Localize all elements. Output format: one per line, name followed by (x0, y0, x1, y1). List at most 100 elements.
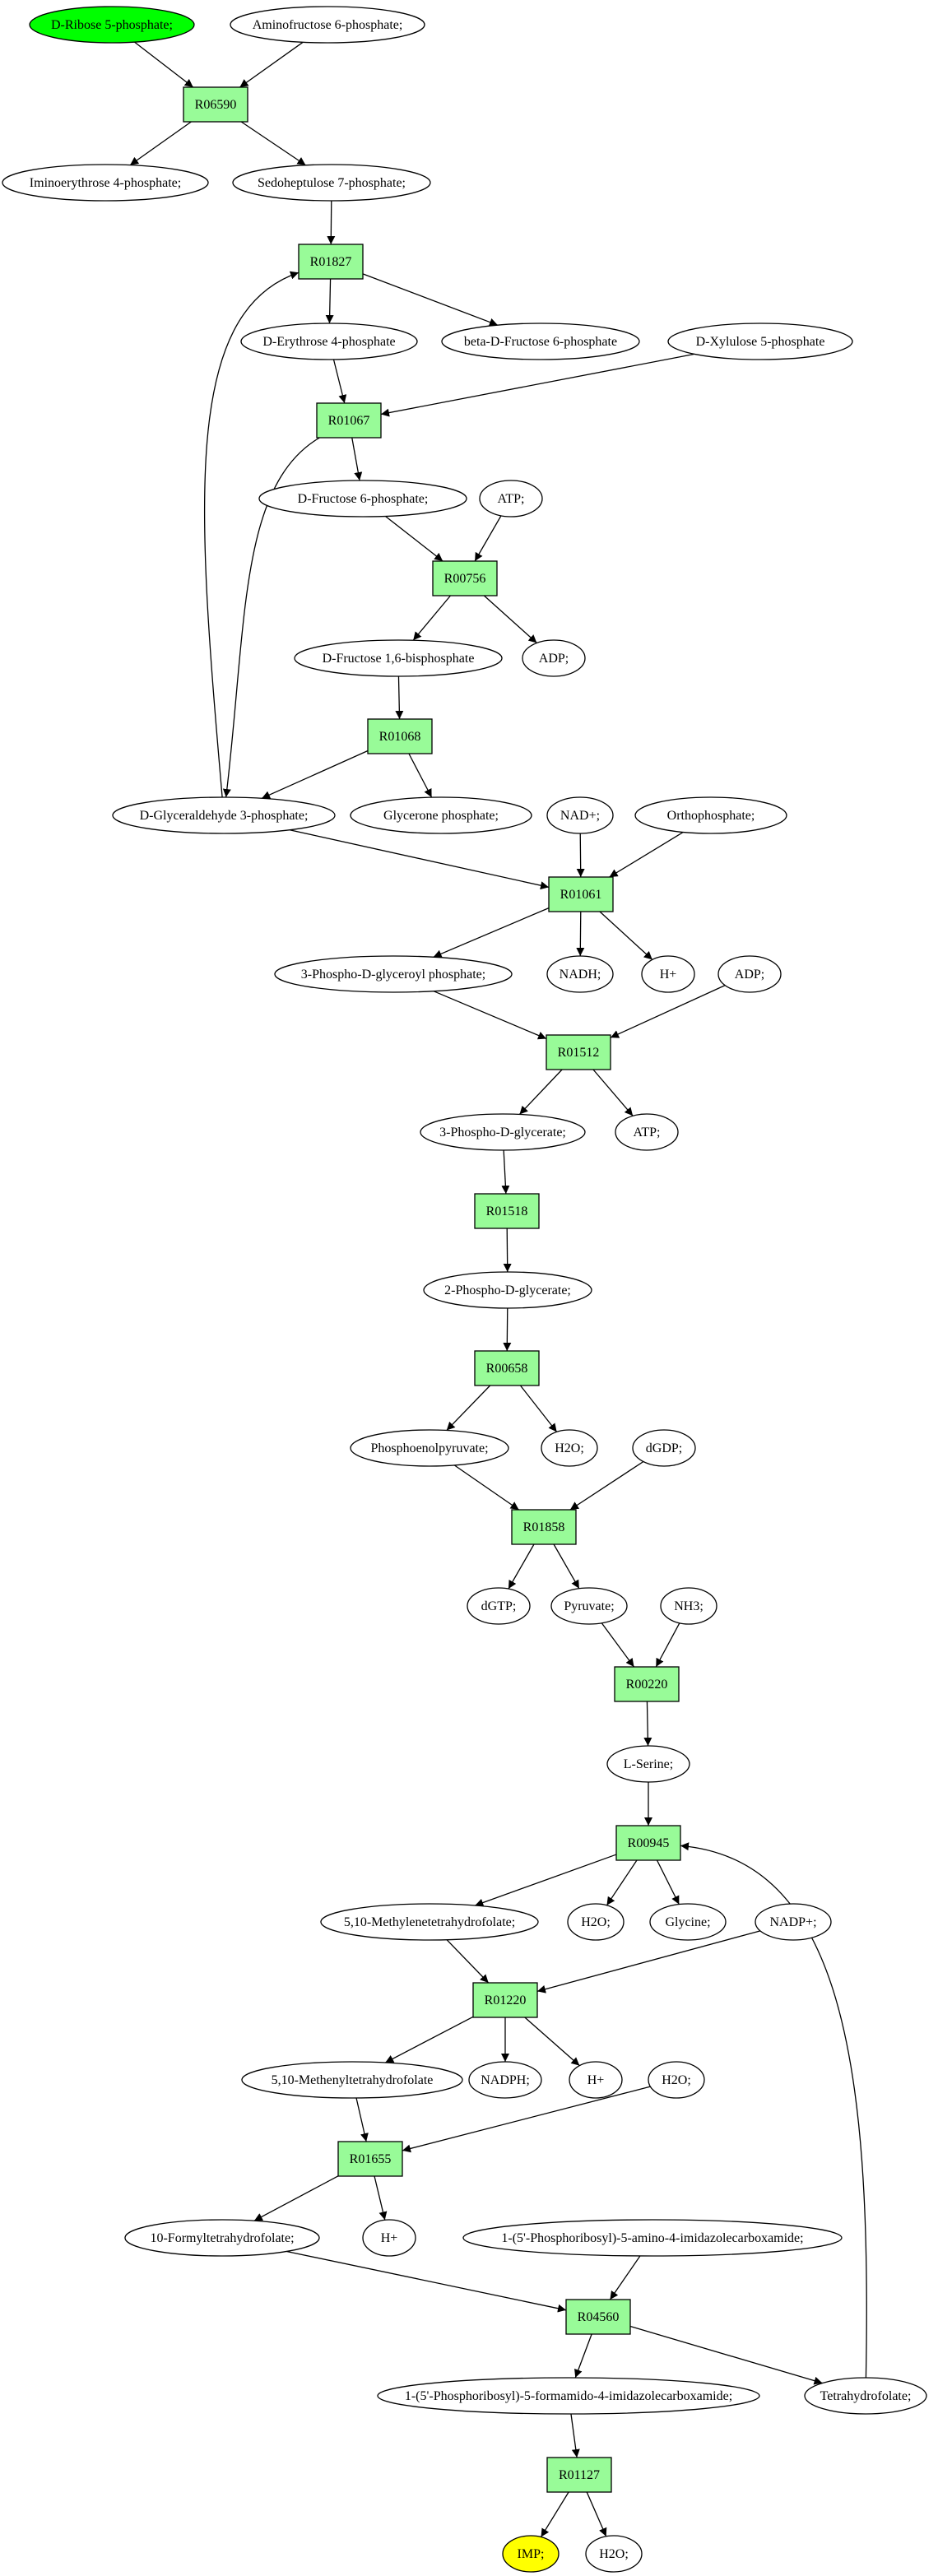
node-label: H2O; (662, 2073, 691, 2087)
edge-m-nh3-to-r-R00220 (655, 1622, 680, 1668)
metabolite-node-m-h3: H+ (362, 2219, 416, 2257)
metabolite-ellipse (230, 6, 425, 44)
reaction-box (183, 86, 248, 123)
reaction-node-r-r00658: R00658 (474, 1350, 540, 1386)
edge-m-pep-to-r-R01858 (453, 1464, 519, 1511)
metabolite-node-m-atp1: ATP; (479, 480, 543, 518)
metabolite-ellipse (441, 323, 640, 360)
metabolite-ellipse (632, 1429, 696, 1467)
metabolite-node-m-serine: L-Serine; (606, 1745, 690, 1783)
reaction-node-r-r01655: R01655 (337, 2141, 403, 2177)
edge-m-dgdp-to-r-R01858 (569, 1460, 644, 1511)
edge-m-3pgp-to-r-R01512 (433, 991, 547, 1040)
reaction-box (615, 1825, 681, 1861)
edge-r-R01061-to-m-nadh (576, 911, 585, 957)
edge-m-atp1-to-r-R00756 (474, 515, 502, 562)
edge-m-h2o3-to-r-R01655 (402, 2086, 651, 2153)
node-label: Sedoheptulose 7-phosphate; (258, 176, 406, 190)
node-label: R01127 (559, 2468, 600, 2482)
node-label: H2O; (581, 1915, 611, 1929)
node-label: D-Fructose 6-phosphate; (298, 492, 429, 506)
edge-r-R00220-to-m-serine (643, 1701, 652, 1747)
edge-r-R01220-to-m-h2 (524, 2017, 580, 2067)
node-label: Pyruvate; (564, 1599, 614, 1613)
reaction-box (511, 1509, 577, 1545)
node-label: R00945 (628, 1836, 670, 1850)
edge-r-R01067-to-m-fructose6p (351, 437, 363, 481)
metabolite-ellipse (479, 480, 543, 518)
node-label: R00756 (444, 572, 486, 586)
metabolite-ellipse (258, 480, 467, 518)
reaction-node-r-r01858: R01858 (511, 1509, 577, 1545)
metabolite-ellipse (567, 1903, 625, 1941)
edge-r-R01127-to-m-imp (541, 2491, 569, 2537)
metabolite-node-m-h2o3: H2O; (648, 2061, 705, 2099)
metabolite-ellipse (377, 2377, 760, 2415)
metabolite-node-m-nadh: NADH; (546, 955, 614, 993)
node-label: 3-Phospho-D-glycerate; (439, 1126, 566, 1139)
metabolite-node-m-atp2: ATP; (615, 1113, 679, 1151)
node-label: H2O; (555, 1441, 584, 1455)
metabolite-ellipse (350, 796, 532, 834)
metabolite-ellipse (124, 2219, 320, 2257)
metabolite-ellipse (660, 1587, 717, 1625)
metabolite-node-m-xylulose5p: D-Xylulose 5-phosphate (667, 323, 853, 360)
node-label: 1-(5'-Phosphoribosyl)-5-formamido-4-imid… (405, 2389, 732, 2403)
reaction-node-r-r01061: R01061 (548, 876, 614, 912)
node-label: dGDP; (646, 1441, 682, 1455)
metabolite-node-m-betafructose6p: beta-D-Fructose 6-phosphate (441, 323, 640, 360)
node-label: R04560 (578, 2310, 620, 2324)
reaction-box (614, 1666, 680, 1702)
edge-r-R01061-to-m-3pgp (433, 907, 550, 958)
edge-m-3pg-to-r-R01518 (501, 1149, 510, 1195)
node-label: R01858 (523, 1520, 565, 1534)
node-label: D-Glyceraldehyde 3-phosphate; (140, 809, 309, 823)
node-label: NAD+; (560, 809, 600, 823)
metabolite-node-m-nadp: NADP+; (755, 1903, 832, 1941)
metabolite-ellipse (320, 1903, 539, 1941)
metabolite-ellipse (502, 2535, 560, 2573)
metabolite-node-m-orthophosphate: Orthophosphate; (634, 796, 787, 834)
metabolite-ellipse (755, 1903, 832, 1941)
metabolite-node-m-3pg: 3-Phospho-D-glycerate; (420, 1113, 586, 1151)
edge-m-faicar-to-r-R01127 (570, 2413, 580, 2458)
metabolite-ellipse (569, 2061, 623, 2099)
metabolite-ellipse (615, 1113, 679, 1151)
node-label: R01655 (350, 2152, 392, 2166)
metabolite-ellipse (522, 639, 586, 677)
edge-r-R00945-to-m-glycine (656, 1859, 680, 1905)
metabolite-node-m-faicar: 1-(5'-Phosphoribosyl)-5-formamido-4-imid… (377, 2377, 760, 2415)
node-label: 5,10-Methenyltetrahydrofolate (272, 2073, 434, 2087)
metabolite-node-m-imp: IMP; (502, 2535, 560, 2573)
node-label: NH3; (674, 1599, 704, 1613)
edge-m-nad-to-r-R01061 (576, 833, 585, 878)
edge-m-g3p-to-r-R01061 (289, 829, 550, 890)
edge-r-R01827-to-m-betafructose6p (362, 273, 499, 327)
reaction-box (316, 402, 382, 439)
node-label: D-Ribose 5-phosphate; (51, 18, 173, 32)
edge-m-ribose5p-to-r-R06590 (134, 41, 194, 88)
edge-m-g3p-to-r-R01827 (203, 271, 300, 798)
metabolite-ellipse (648, 2061, 705, 2099)
node-label: ADP; (735, 968, 764, 982)
node-label: ATP; (498, 492, 525, 506)
node-label: D-Xylulose 5-phosphate (696, 335, 825, 349)
reaction-box (367, 718, 433, 754)
node-label: R01518 (486, 1204, 528, 1218)
metabolite-node-m-iminoerythrose4p: Iminoerythrose 4-phosphate; (2, 164, 209, 202)
edge-r-R00756-to-m-fructose16bp (412, 595, 451, 641)
metabolite-ellipse (641, 955, 695, 993)
edge-m-orthophosphate-to-r-R01061 (609, 831, 684, 878)
edge-r-R00945-to-m-mthf (475, 1854, 617, 1907)
metabolite-node-m-thf: Tetrahydrofolate; (804, 2377, 927, 2415)
edge-r-R00945-to-m-h2o2 (606, 1859, 638, 1906)
edge-r-R06590-to-m-iminoerythrose4p (129, 121, 192, 166)
metabolite-node-m-glycine: Glycine; (649, 1903, 727, 1941)
edge-r-R06590-to-m-sedoheptulose7p (240, 121, 306, 166)
metabolite-ellipse (649, 1903, 727, 1941)
node-label: ATP; (634, 1126, 661, 1139)
edge-r-R01067-to-m-g3p (222, 437, 320, 798)
node-label: 3-Phospho-D-glyceroyl phosphate; (301, 968, 485, 982)
metabolite-ellipse (717, 955, 782, 993)
